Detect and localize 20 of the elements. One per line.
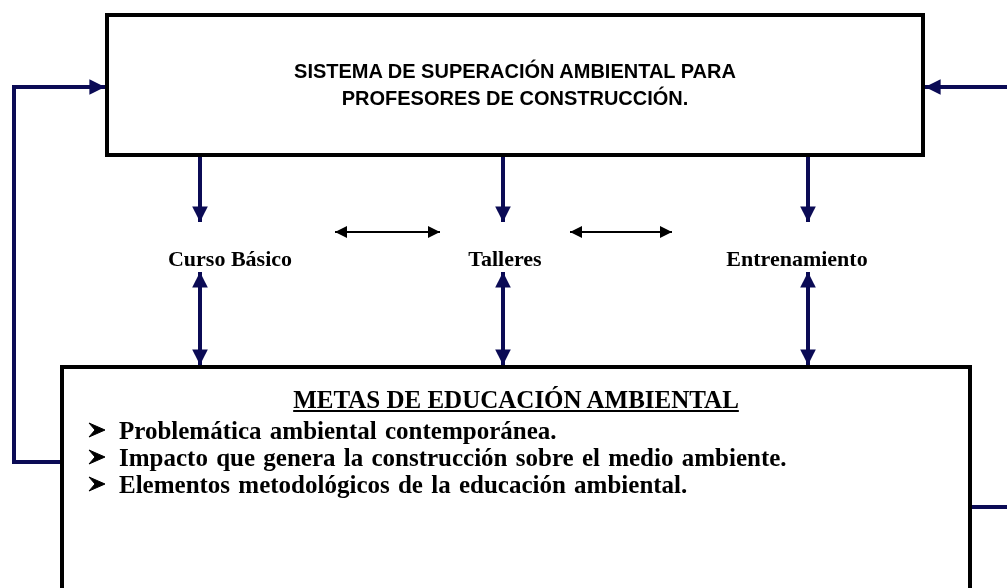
arrow xyxy=(925,79,1007,95)
arrow xyxy=(12,79,105,464)
node-label: Talleres xyxy=(468,246,542,272)
node-label: Curso Básico xyxy=(167,246,293,272)
box-heading: METAS DE EDUCACIÓN AMBIENTAL xyxy=(293,385,739,415)
node-label: Entrenamiento xyxy=(726,246,868,272)
arrow xyxy=(495,272,511,365)
arrow xyxy=(192,272,208,365)
bullet-text: Elementos metodológicos de la educación ambiental. xyxy=(119,471,689,498)
arrow xyxy=(192,157,208,222)
goals-box xyxy=(60,365,972,588)
arrow xyxy=(334,226,441,238)
arrow xyxy=(800,157,816,222)
arrow xyxy=(495,157,511,222)
arrow xyxy=(569,226,673,238)
box-title: SISTEMA DE SUPERACIÓN AMBIENTAL PARA PROFESORES DE CONSTRUCCIÓN. xyxy=(293,58,737,111)
bullet-text: Impacto que genera la construcción sobre el medio ambiente. xyxy=(119,444,788,471)
process-box xyxy=(105,13,925,157)
bullet-text: Problemática ambiental contemporánea. xyxy=(119,417,558,444)
arrow xyxy=(800,272,816,365)
